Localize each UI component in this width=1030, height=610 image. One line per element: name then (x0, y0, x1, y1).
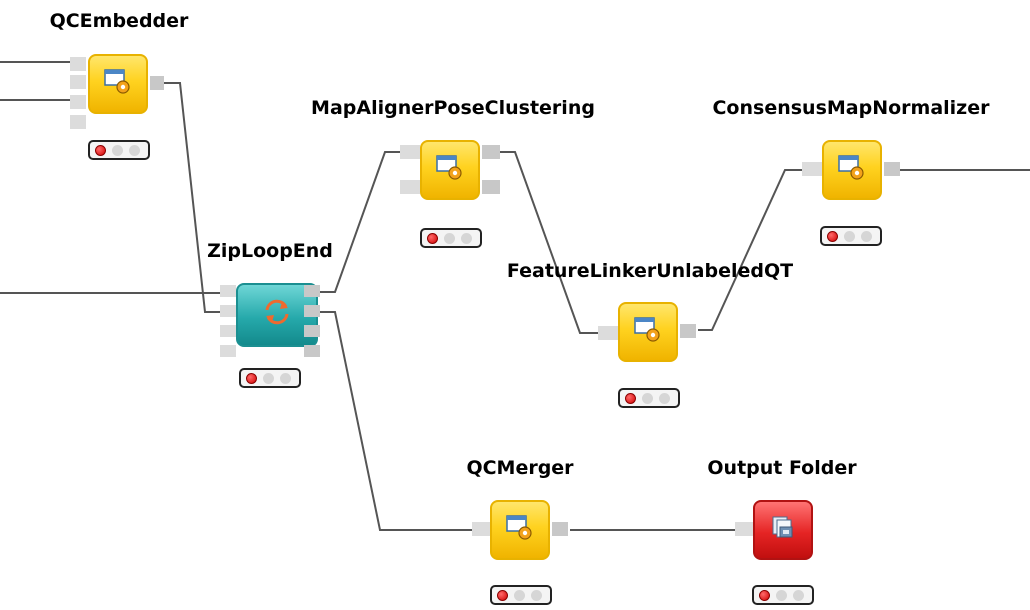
node-ziploop[interactable] (220, 283, 325, 363)
node-consensus[interactable] (802, 140, 902, 205)
node-label-ziploop: ZipLoopEnd (207, 240, 333, 262)
folder-files-icon (770, 515, 796, 545)
output-port[interactable] (304, 345, 320, 357)
node-status-indicator (752, 585, 814, 605)
loop-arrows-icon (262, 298, 292, 332)
input-port[interactable] (220, 285, 236, 297)
node-status-indicator (618, 388, 680, 408)
input-port[interactable] (400, 145, 420, 159)
input-port[interactable] (70, 75, 86, 89)
input-port[interactable] (70, 57, 86, 71)
output-port[interactable] (482, 180, 500, 194)
output-port[interactable] (304, 305, 320, 317)
node-status-indicator (88, 140, 150, 160)
connection-linker-consensus[interactable] (698, 169, 803, 331)
connection-ziploop-mapaligner[interactable] (320, 151, 403, 293)
connections (0, 61, 1030, 531)
node-status-indicator (420, 228, 482, 248)
window-gear-icon (104, 69, 132, 99)
node-mapaligner[interactable] (400, 140, 505, 205)
output-node-box[interactable] (753, 500, 813, 560)
connection-qcembedder-ziploop[interactable] (163, 82, 222, 313)
output-port[interactable] (884, 162, 900, 176)
node-label-output: Output Folder (707, 457, 857, 479)
node-qcembedder[interactable] (70, 52, 170, 152)
window-gear-icon (506, 515, 534, 545)
window-gear-icon (436, 155, 464, 185)
window-gear-icon (634, 317, 662, 347)
output-port[interactable] (680, 324, 696, 338)
node-label-mapaligner: MapAlignerPoseClustering (311, 97, 595, 119)
node-linker[interactable] (598, 302, 698, 367)
node-label-consensus: ConsensusMapNormalizer (712, 97, 990, 119)
input-port[interactable] (220, 345, 236, 357)
node-qcmerger[interactable] (472, 500, 572, 565)
node-label-qcmerger: QCMerger (466, 457, 574, 479)
tool-node-box[interactable] (618, 302, 678, 362)
output-port[interactable] (482, 145, 500, 159)
input-port[interactable] (802, 162, 822, 176)
node-status-indicator (239, 368, 301, 388)
tool-node-box[interactable] (88, 54, 148, 114)
input-port[interactable] (220, 325, 236, 337)
input-port[interactable] (70, 115, 86, 129)
tool-node-box[interactable] (490, 500, 550, 560)
node-status-indicator (820, 226, 882, 246)
input-port[interactable] (598, 326, 618, 340)
input-port[interactable] (70, 95, 86, 109)
output-port[interactable] (552, 522, 568, 536)
output-port[interactable] (150, 76, 164, 90)
output-port[interactable] (304, 325, 320, 337)
node-status-indicator (490, 585, 552, 605)
node-output-folder[interactable] (735, 500, 825, 565)
input-port[interactable] (220, 305, 236, 317)
input-port[interactable] (735, 522, 753, 536)
output-port[interactable] (304, 285, 320, 297)
window-gear-icon (838, 155, 866, 185)
tool-node-box[interactable] (822, 140, 882, 200)
node-label-linker: FeatureLinkerUnlabeledQT (506, 260, 794, 282)
input-port[interactable] (472, 522, 490, 536)
node-label-qcembedder: QCEmbedder (49, 10, 189, 32)
connection-ziploop-qcmerger[interactable] (320, 311, 472, 531)
tool-node-box[interactable] (420, 140, 480, 200)
input-port[interactable] (400, 180, 420, 194)
connection-mapaligner-linker[interactable] (498, 151, 598, 334)
